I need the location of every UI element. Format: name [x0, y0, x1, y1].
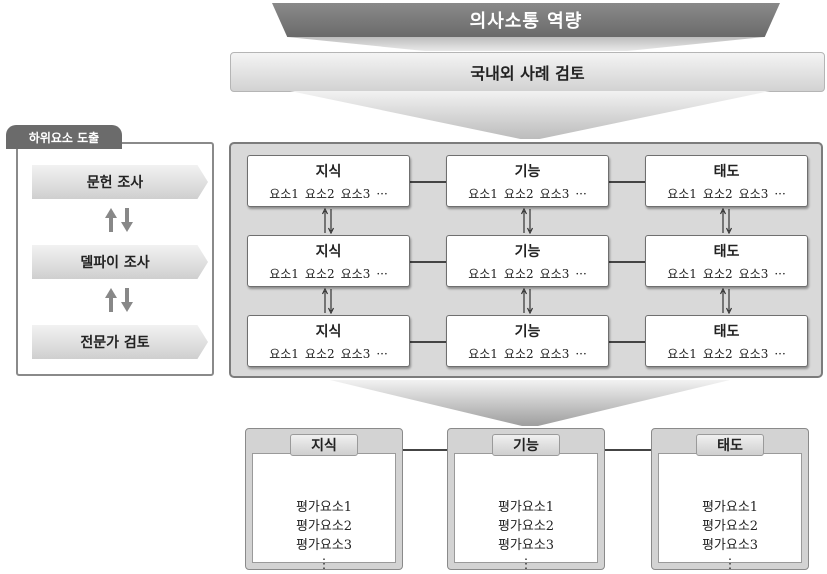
cell-title: 기능: [514, 164, 541, 180]
connector-line: [410, 181, 446, 183]
result-box-attitude: 평가요소1 평가요소2 평가요소3 ⋮ 태도: [651, 428, 809, 572]
evaluation-item: 평가요소1: [295, 500, 353, 515]
result-box-body: 평가요소1 평가요소2 평가요소3 ⋮: [658, 453, 802, 572]
funnel-arrow-2: [290, 91, 770, 139]
evaluation-item: 평가요소2: [701, 519, 759, 534]
evaluation-list: 평가요소1 평가요소2 평가요소3 ⋮: [253, 498, 395, 574]
vertical-swap-icon: [521, 288, 533, 314]
result-box-knowledge: 평가요소1 평가요소2 평가요소3 ⋮ 지식: [245, 428, 403, 572]
sub-banner-title: 국내외 사례 검토: [230, 52, 825, 92]
cell-title: 지식: [315, 244, 342, 260]
connector-line: [609, 341, 645, 343]
vertical-swap-icon: [322, 208, 334, 234]
ellipsis: ⋮: [317, 557, 331, 572]
evaluation-item: 평가요소3: [701, 538, 759, 553]
swap-arrows-icon: [105, 288, 133, 312]
connector-line: [410, 261, 446, 263]
swap-arrows-icon: [105, 208, 133, 232]
funnel-arrow-1: [287, 37, 765, 51]
cell-title: 태도: [713, 244, 740, 260]
result-box-body: 평가요소1 평가요소2 평가요소3 ⋮: [252, 453, 396, 572]
evaluation-item: 평가요소3: [295, 538, 353, 553]
cell-title: 기능: [514, 244, 541, 260]
evaluation-list: 평가요소1 평가요소2 평가요소3 ⋮: [455, 498, 597, 574]
connector-line: [609, 181, 645, 183]
cell-title: 기능: [514, 324, 541, 340]
evaluation-item: 평가요소1: [701, 500, 759, 515]
method-delphi-survey: 델파이 조사: [32, 245, 208, 279]
vertical-swap-icon: [720, 288, 732, 314]
evaluation-item: 평가요소3: [497, 538, 555, 553]
result-box-title: 지식: [290, 434, 358, 456]
cell-title: 태도: [713, 164, 740, 180]
ellipsis: ⋮: [519, 557, 533, 572]
evaluation-item: 평가요소2: [295, 519, 353, 534]
left-panel-tab: 하위요소 도출: [6, 125, 122, 149]
connector-line: [604, 449, 652, 451]
vertical-swap-icon: [521, 208, 533, 234]
top-banner-title: 의사소통 역량: [272, 3, 780, 37]
connector-line: [402, 449, 448, 451]
result-box-skill: 평가요소1 평가요소2 평가요소3 ⋮ 기능: [447, 428, 605, 572]
vertical-swap-icon: [322, 288, 334, 314]
cell-title: 지식: [315, 164, 342, 180]
cell-title: 지식: [315, 324, 342, 340]
cell-title: 태도: [713, 324, 740, 340]
connector-line: [609, 261, 645, 263]
evaluation-list: 평가요소1 평가요소2 평가요소3 ⋮: [659, 498, 801, 574]
result-box-title: 기능: [492, 434, 560, 456]
connector-line: [410, 341, 446, 343]
funnel-arrow-3: [330, 380, 730, 426]
method-expert-review: 전문가 검토: [32, 325, 208, 359]
evaluation-item: 평가요소2: [497, 519, 555, 534]
result-box-title: 태도: [696, 434, 764, 456]
ellipsis: ⋮: [723, 557, 737, 572]
evaluation-item: 평가요소1: [497, 500, 555, 515]
result-box-body: 평가요소1 평가요소2 평가요소3 ⋮: [454, 453, 598, 572]
vertical-swap-icon: [720, 208, 732, 234]
method-literature-review: 문헌 조사: [32, 165, 208, 199]
